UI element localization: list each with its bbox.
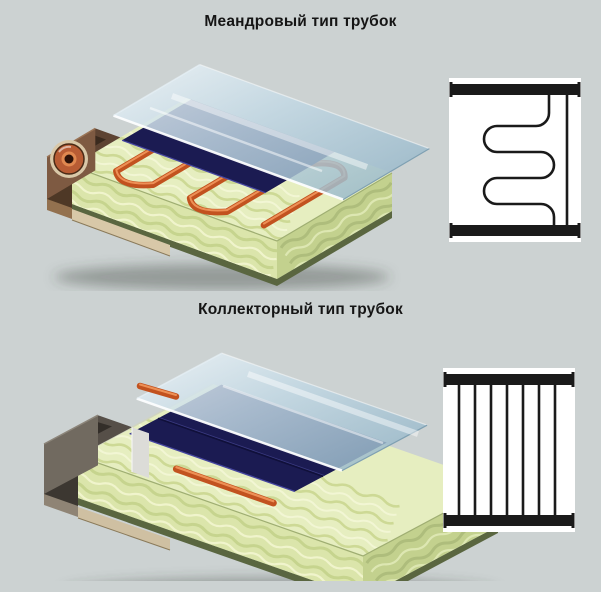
frame-silver-trim: [132, 427, 149, 478]
copper-tube-riser: [172, 465, 277, 507]
harp-tube-schematic-icon: [443, 368, 575, 532]
copper-header-stub: [136, 382, 180, 400]
slab-front-edge: [77, 455, 364, 557]
glass-highlight: [247, 371, 419, 437]
collector-frame: [43, 414, 171, 551]
meander-tube-schematic-icon: [449, 78, 581, 242]
meander-collector-illustration: [46, 63, 430, 290]
ground-shadow: [145, 578, 415, 581]
absorber-front-edge: [129, 432, 296, 493]
glass-pane: [113, 63, 430, 201]
glass-highlight: [170, 93, 369, 170]
glass-pane: [136, 352, 428, 472]
header-bars: [443, 372, 575, 528]
schematic-panel-bg: [449, 78, 581, 242]
slab-right-edge: [276, 172, 393, 242]
section-title-meander: Меандровый тип трубок: [204, 13, 397, 30]
collector-frame: [46, 127, 171, 257]
absorber-seam: [157, 417, 324, 478]
header-bars: [449, 82, 581, 238]
section-title-collector: Коллекторный тип трубок: [198, 301, 403, 318]
absorber-front-edge: [121, 139, 266, 194]
absorber-seam-highlight: [159, 417, 325, 476]
slab-front-edge: [71, 165, 278, 242]
harp-tubes: [457, 385, 557, 515]
pipe-cross-section: [50, 140, 88, 178]
ground-shadow: [54, 264, 390, 290]
serpentine-tube-path: [482, 95, 556, 225]
schematic-panel-bg: [443, 368, 575, 532]
